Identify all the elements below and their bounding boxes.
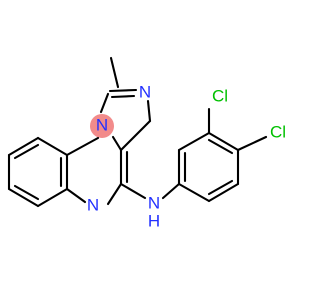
bridgehead-nitrogen-label: N (96, 115, 108, 134)
pyrazine-bond (65, 136, 100, 157)
methyl-bond (109, 56, 120, 89)
benzo-bond (36, 136, 69, 157)
benzo-inner-bond (13, 143, 40, 160)
bridgehead-highlight (90, 114, 114, 138)
imidazole-bond (146, 99, 152, 123)
aryl-bond (207, 131, 240, 152)
pyrazine-bond (65, 187, 87, 204)
amine-hydrogen-label: H (148, 211, 160, 230)
aryl-inner-bond (207, 179, 234, 196)
imidazole-nitrogen-label: N (139, 82, 151, 101)
imidazole-bond (111, 135, 123, 152)
pyrazine-double-bond (106, 182, 123, 206)
imidazole-bond (108, 88, 138, 93)
cl-bond-para (236, 135, 268, 152)
amine-bond (161, 182, 181, 200)
chlorine-meta-label: Cl (212, 86, 228, 105)
molecule-diagram: N N N N H Cl Cl (7, 56, 287, 231)
bond-group (7, 56, 268, 208)
imidazole-bond (99, 92, 110, 114)
benzo-bond (7, 136, 40, 157)
benzo-bond (36, 187, 69, 208)
aryl-bond (177, 182, 211, 203)
amine-nitrogen-label: N (148, 193, 160, 212)
benzo-inner-bond (13, 184, 40, 201)
quinoxaline-nitrogen-label: N (87, 195, 99, 214)
aryl-bond (177, 131, 211, 152)
aryl-inner-bond (207, 138, 234, 155)
imidazole-double-bond (110, 94, 136, 99)
benzo-bond (7, 187, 40, 208)
aryl-bond (207, 182, 240, 203)
imidazole-bond (119, 119, 152, 152)
atom-labels: N N N N H Cl Cl (87, 82, 286, 230)
chlorine-para-label: Cl (270, 122, 286, 141)
amine-bond (119, 182, 147, 200)
